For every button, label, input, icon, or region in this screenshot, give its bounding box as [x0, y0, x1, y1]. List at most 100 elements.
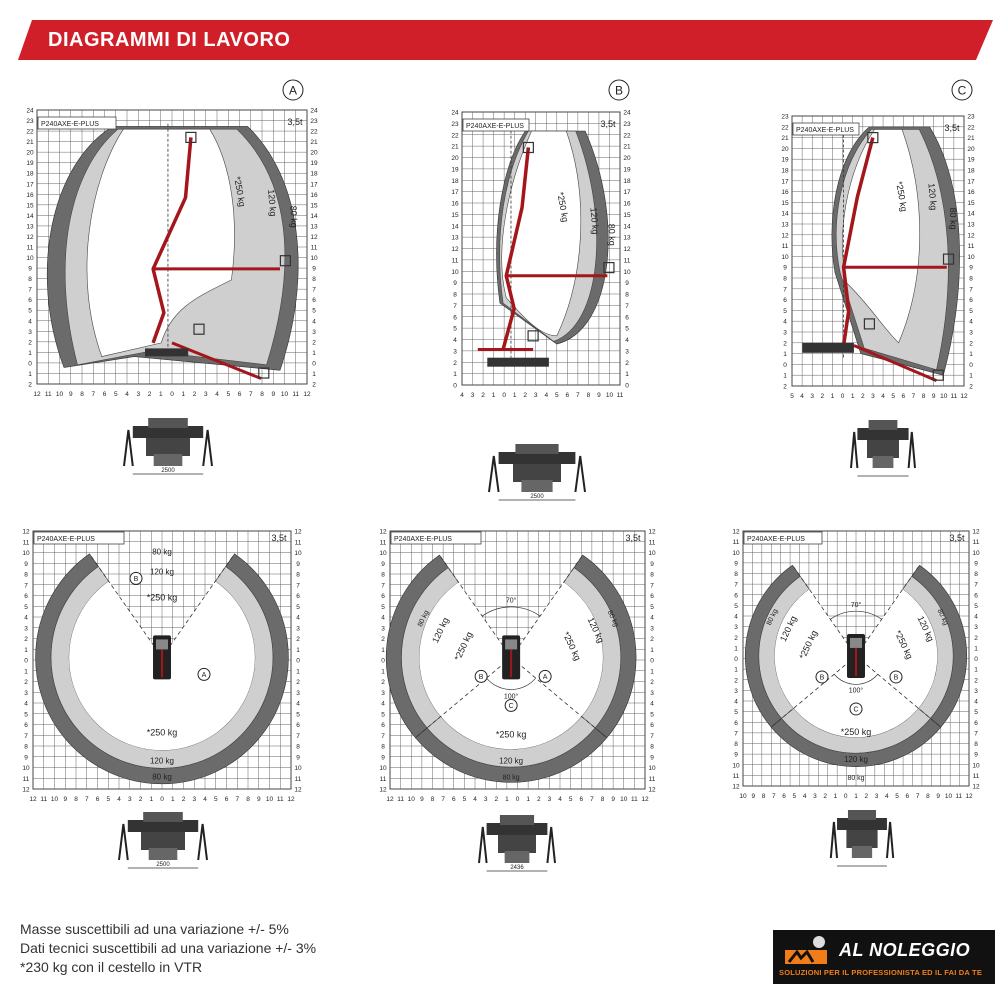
y-tick-label: 21: [967, 135, 975, 142]
y-tick-label: 10: [781, 254, 789, 261]
x-tick-label: 4: [558, 796, 562, 803]
x-tick-label: 10: [606, 392, 614, 399]
x-tick-label: 11: [277, 796, 284, 803]
y-tick-label: 1: [24, 647, 28, 654]
x-tick-label: 8: [260, 391, 264, 398]
y-tick-label: 19: [451, 166, 459, 173]
x-tick-label: 7: [235, 796, 239, 803]
y-tick-label: 24: [26, 108, 34, 115]
zone-marker-C-circle: [504, 698, 518, 712]
y-tick-label: 1: [296, 668, 300, 675]
x-tick-label: 3: [548, 796, 552, 803]
y-tick-label: 1: [734, 667, 738, 674]
load-label-l120: 120 kg: [150, 567, 174, 576]
platform-icon: [868, 420, 898, 430]
y-tick-label: 6: [650, 722, 654, 729]
zone-marker-A: A: [202, 672, 207, 679]
y-tick-label: 9: [381, 561, 385, 568]
y-tick-label: 9: [734, 560, 738, 567]
y-tick-label: 21: [26, 139, 34, 146]
y-tick-label: 2: [625, 360, 629, 367]
x-tick-label: 4: [203, 796, 207, 803]
y-tick-label: 4: [783, 319, 787, 326]
chassis-icon: [146, 438, 190, 456]
y-tick-label: 11: [733, 773, 740, 780]
y-tick-label: 8: [312, 276, 316, 283]
zone-marker-B-circle: [129, 571, 143, 585]
y-tick-label: 4: [24, 615, 28, 622]
y-tick-label: 2: [969, 340, 973, 347]
y-tick-label: 2: [734, 635, 738, 642]
y-tick-label: 1: [969, 373, 973, 380]
platform-icon: [515, 444, 559, 454]
basket-icon: [932, 369, 944, 381]
y-tick-label: 3: [312, 329, 316, 336]
y-tick-label: 6: [381, 722, 385, 729]
x-tick-label: 12: [386, 796, 394, 803]
x-tick-label: 7: [916, 793, 920, 800]
y-tick-label: 8: [24, 572, 28, 579]
y-tick-label: 3: [24, 625, 28, 632]
y-tick-label: 3: [969, 330, 973, 337]
header-banner: [18, 20, 993, 60]
y-tick-label: 12: [648, 787, 656, 794]
y-tick-label: 16: [26, 192, 34, 199]
x-tick-label: 10: [281, 391, 289, 398]
x-tick-label: 5: [463, 796, 467, 803]
y-tick-label: 5: [625, 326, 629, 333]
rear-view-d: 2500: [118, 812, 208, 869]
y-tick-label: 5: [734, 709, 738, 716]
y-tick-label: 7: [453, 303, 457, 310]
y-tick-label: 9: [974, 560, 978, 567]
x-tick-label: 12: [33, 391, 41, 398]
y-tick-label: 12: [732, 784, 740, 791]
y-tick-label: 2: [296, 679, 300, 686]
x-tick-label: 6: [452, 796, 456, 803]
y-tick-label: 2: [296, 636, 300, 643]
y-tick-label: 13: [623, 235, 631, 242]
x-tick-label: 3: [875, 793, 879, 800]
zone-marker-C: C: [853, 706, 858, 713]
load-label-l80: 80 kg: [152, 547, 172, 556]
y-tick-label: 12: [967, 232, 975, 239]
platform-icon: [148, 418, 188, 428]
x-tick-label: 10: [739, 793, 747, 800]
wheel-icon: [872, 456, 894, 468]
y-tick-label: 6: [28, 297, 32, 304]
x-tick-label: 1: [834, 793, 838, 800]
weight-label: 3,5t: [625, 533, 641, 543]
y-tick-label: 12: [781, 232, 789, 239]
x-tick-label: 6: [906, 793, 910, 800]
brand-logo[interactable]: AL NOLEGGIO SOLUZIONI PER IL PROFESSIONI…: [773, 930, 995, 984]
chassis-icon: [513, 464, 561, 482]
y-tick-label: 16: [967, 189, 975, 196]
y-tick-label: 12: [623, 246, 631, 253]
rear-view-b: 2500: [488, 444, 586, 501]
x-tick-label: 5: [790, 393, 794, 400]
y-tick-label: 5: [381, 711, 385, 718]
envelope-250kg: [86, 128, 235, 357]
y-tick-label: 8: [650, 572, 654, 579]
x-tick-label: 3: [128, 796, 132, 803]
x-tick-label: 7: [91, 391, 95, 398]
model-box: [743, 531, 823, 545]
zone-marker-B: B: [820, 674, 825, 681]
y-tick-label: 7: [650, 733, 654, 740]
y-tick-label: 6: [453, 314, 457, 321]
load-label-l120: 120 kg: [150, 756, 174, 765]
weight-label: 3,5t: [944, 123, 960, 133]
x-tick-label: 1: [159, 391, 163, 398]
y-tick-label: 1: [974, 667, 978, 674]
x-tick-label: 5: [569, 796, 573, 803]
y-tick-label: 9: [296, 561, 300, 568]
y-tick-label: 22: [451, 132, 459, 139]
y-tick-label: 18: [967, 168, 975, 175]
y-tick-label: 23: [967, 114, 975, 121]
y-tick-label: 18: [781, 168, 789, 175]
x-tick-label: 5: [793, 793, 797, 800]
angle-arc-100: [833, 674, 879, 685]
y-tick-label: 5: [650, 604, 654, 611]
y-tick-label: 2: [453, 360, 457, 367]
x-tick-label: 2: [148, 391, 152, 398]
